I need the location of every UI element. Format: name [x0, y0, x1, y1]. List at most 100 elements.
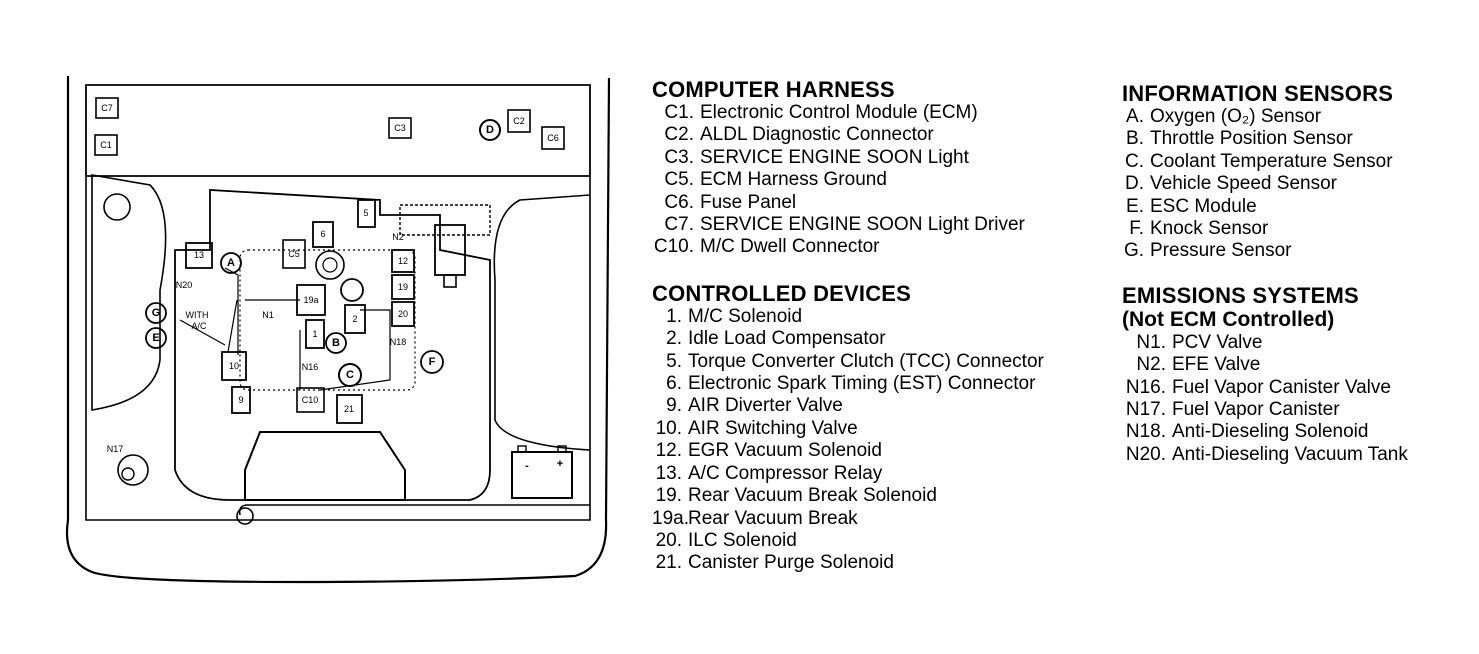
legend-item: 21. Canister Purge Solenoid — [652, 552, 1122, 574]
computer-harness-section: COMPUTER HARNESS C1.Electronic Control M… — [652, 78, 1122, 259]
legend-item-text: ECM Harness Ground — [700, 169, 887, 191]
compartment-outline — [66, 76, 611, 584]
label-c3: C3 — [394, 123, 406, 133]
label-n18: N18 — [390, 337, 407, 347]
legend-item-number: N16. — [1125, 376, 1166, 398]
legend-item: 5.Torque Converter Clutch (TCC) Connecto… — [652, 351, 1122, 373]
legend-item-number: C10. — [653, 236, 694, 258]
label-c5: C5 — [288, 249, 300, 259]
legend-item-text: A/C Compressor Relay — [688, 462, 883, 484]
legend-item-text: Anti-Dieseling Vacuum Tank — [1172, 443, 1408, 465]
legend-item-number: G. — [1123, 240, 1144, 262]
legend-item: N18.Anti-Dieseling Solenoid — [1122, 421, 1472, 443]
controlled-devices-section: CONTROLLED DEVICES 1. M/C Solenoid 2. Idle … — [652, 280, 1122, 575]
legend-item: B.Throttle Position Sensor — [1122, 128, 1472, 150]
legend-item-text: Fuse Panel — [700, 191, 797, 213]
label-n20: N20 — [176, 280, 193, 290]
legend-item: F.Knock Sensor — [1122, 218, 1472, 240]
legend-item: G. Pressure Sensor — [1122, 240, 1472, 262]
computer-harness-list: C1.Electronic Control Module (ECM)C2.ALD… — [652, 102, 1122, 259]
label-c6: C6 — [547, 133, 559, 143]
label-n1: N1 — [262, 310, 274, 320]
legend-item: N2.EFE Valve — [1122, 354, 1472, 376]
label-1: 1 — [312, 329, 317, 339]
legend-item-text: Electronic Spark Timing (EST) Connector — [688, 373, 1036, 395]
legend-item-number: 12. — [655, 440, 682, 462]
label-n2: N2 — [392, 232, 404, 242]
legend-item-number: C2. — [664, 124, 694, 146]
fuel-vapor-canister — [117, 454, 149, 486]
battery — [511, 451, 573, 499]
legend-item-number: C5. — [664, 169, 694, 191]
legend-item-text: Rear Vacuum Break Solenoid — [688, 485, 937, 507]
legend-item-number: N1. — [1136, 331, 1166, 353]
legend-item-text: Canister Purge Solenoid — [688, 552, 894, 574]
throttle-body — [340, 278, 364, 302]
legend-item-text: M/C Solenoid — [688, 305, 803, 327]
legend-item: D. Vehicle Speed Sensor — [1122, 173, 1472, 195]
legend-item-text: Idle Load Compensator — [688, 328, 886, 350]
legend-item-number: F. — [1129, 218, 1144, 240]
legend-item: 1. M/C Solenoid — [652, 306, 1122, 328]
legend-item-number: C. — [1125, 150, 1144, 172]
legend-item: 10. AIR Switching Valve — [652, 418, 1122, 440]
label-c2: C2 — [513, 116, 525, 126]
legend-item: 9. AIR Diverter Valve — [652, 395, 1122, 417]
legend-item-number: E. — [1126, 195, 1144, 217]
label-f: F — [429, 356, 436, 368]
label-13: 13 — [194, 250, 204, 260]
legend-item-number: 9. — [666, 395, 682, 417]
information-sensors-section: INFORMATION SENSORS A.Oxygen (O₂) Sensor… — [1122, 82, 1472, 263]
legend-item: 6.Electronic Spark Timing (EST) Connecto… — [652, 373, 1122, 395]
legend-item-number: 10. — [655, 417, 682, 439]
legend-item-number: C7. — [664, 214, 694, 236]
label-20: 20 — [398, 309, 408, 319]
legend-item: 20.ILC Solenoid — [652, 530, 1122, 552]
label-with: WITH — [186, 310, 209, 320]
legend-item: C.Coolant Temperature Sensor — [1122, 151, 1472, 173]
legend-item-text: Electronic Control Module (ECM) — [700, 102, 978, 123]
label-9: 9 — [238, 395, 243, 405]
label-c7: C7 — [101, 103, 113, 113]
legend-item-text: PCV Valve — [1172, 331, 1263, 353]
legend-item: C6.Fuse Panel — [652, 192, 1122, 214]
legend-item: 13. A/C Compressor Relay — [652, 463, 1122, 485]
legend-item: N16. Fuel Vapor Canister Valve — [1122, 377, 1472, 399]
legend-item-text: Pressure Sensor — [1150, 240, 1292, 262]
emissions-systems-title: EMISSIONS SYSTEMS — [1122, 282, 1359, 308]
legend-item-text: AIR Diverter Valve — [688, 395, 843, 417]
legend-item: N20. Anti-Dieseling Vacuum Tank — [1122, 444, 1472, 466]
legend-item: C7.SERVICE ENGINE SOON Light Driver — [652, 214, 1122, 236]
label-c1: C1 — [100, 140, 112, 150]
legend-item-text: Vehicle Speed Sensor — [1150, 173, 1337, 195]
legend-item: C10.M/C Dwell Connector — [652, 236, 1122, 258]
legend-item: 12.EGR Vacuum Solenoid — [652, 440, 1122, 462]
legend-item-text: AIR Switching Valve — [688, 417, 858, 439]
legend-item: 2. Idle Load Compensator — [652, 328, 1122, 350]
legend-item: C2.ALDL Diagnostic Connector — [652, 124, 1122, 146]
legend-item-number: 1. — [666, 305, 682, 327]
label-a: A — [227, 257, 235, 269]
legend-item-number: 21. — [655, 552, 682, 574]
legend-item: E. ESC Module — [1122, 196, 1472, 218]
legend-item-text: ILC Solenoid — [688, 529, 797, 551]
label-g: G — [152, 307, 161, 319]
legend-item-number: 13. — [655, 462, 682, 484]
legend-item-number: 2. — [666, 328, 682, 350]
legend-item-text: Rear Vacuum Break — [688, 507, 858, 529]
lower-hose — [238, 504, 590, 516]
legend-item-number: D. — [1125, 173, 1144, 195]
label-5: 5 — [363, 208, 368, 218]
legend-item-text: EFE Valve — [1172, 354, 1261, 376]
legend-item-text: Fuel Vapor Canister Valve — [1172, 376, 1391, 398]
battery-plus-label: + — [557, 458, 563, 470]
label-c: C — [346, 369, 354, 381]
label-12: 12 — [398, 256, 408, 266]
label-n17: N17 — [107, 444, 124, 454]
legend-item-text: ESC Module — [1150, 195, 1257, 217]
legend-item-number: N20. — [1125, 443, 1166, 465]
legend-item: C1.Electronic Control Module (ECM) — [652, 102, 1122, 124]
left-fender-well — [91, 174, 167, 411]
controlled-devices-title: CONTROLLED DEVICES — [652, 280, 912, 306]
